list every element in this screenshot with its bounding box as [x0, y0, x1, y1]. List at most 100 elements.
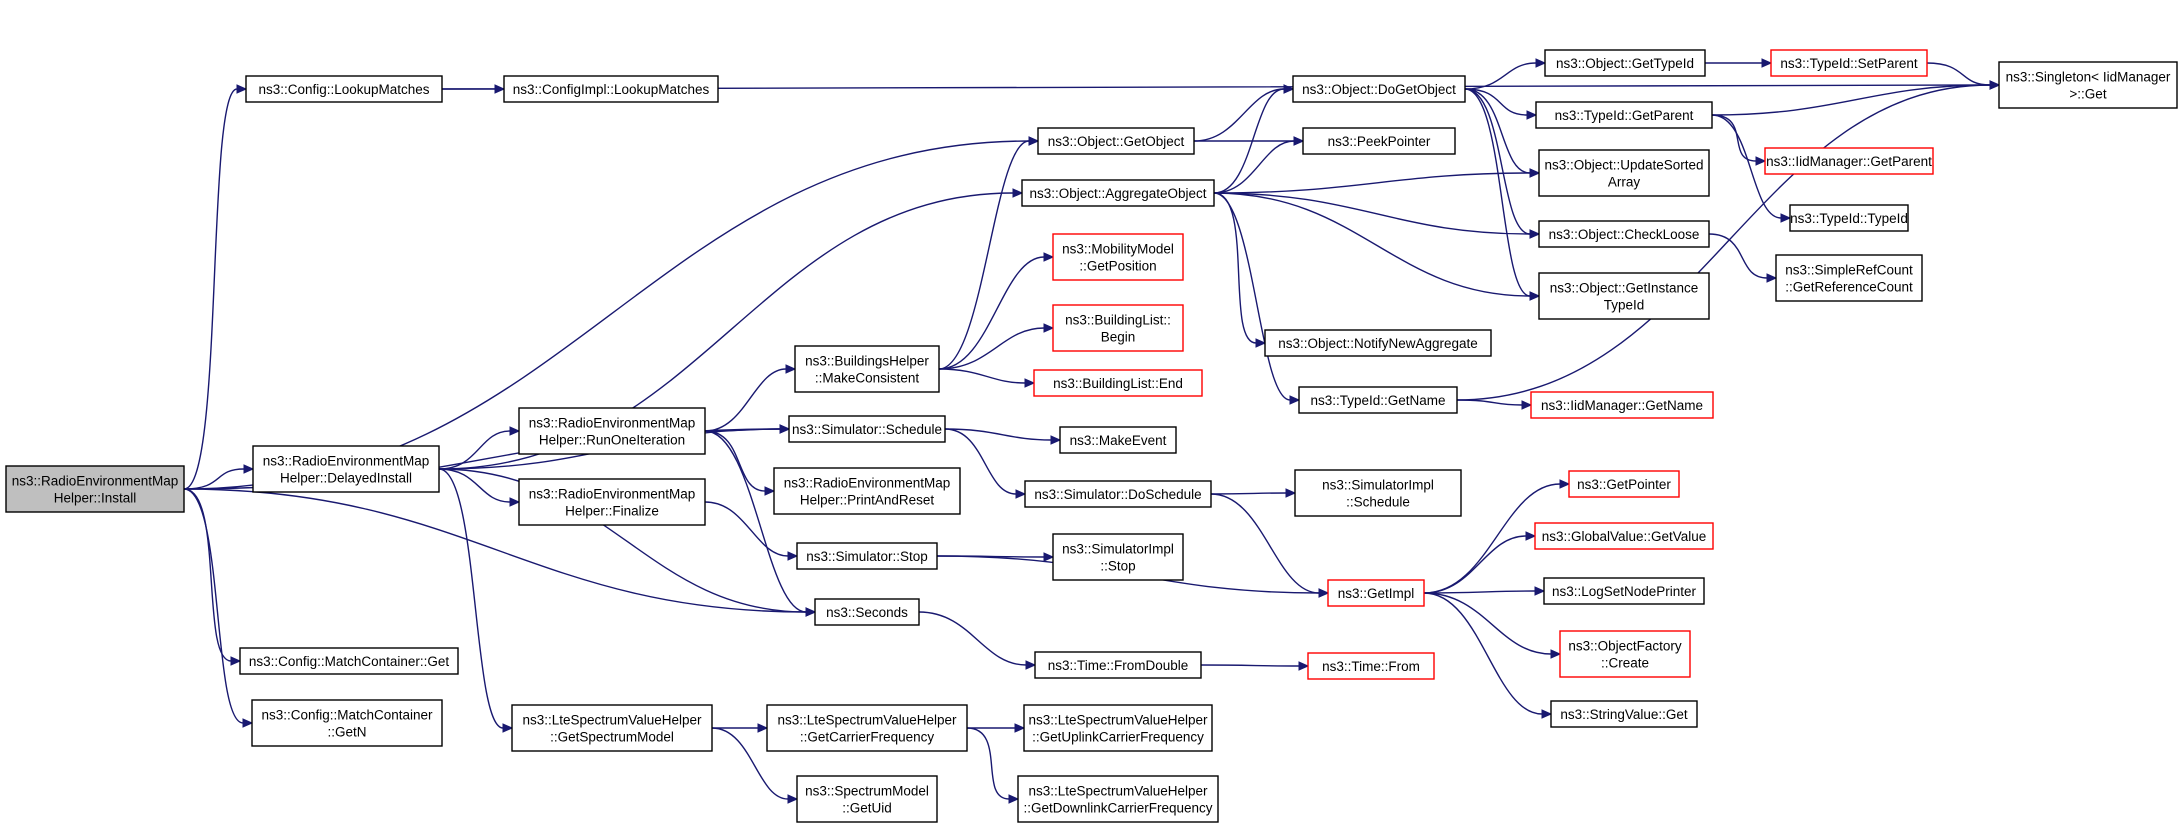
- node-mcgetn[interactable]: ns3::Config::MatchContainer::GetN: [251, 699, 443, 747]
- edge-bhelper-to-blbegin: [938, 323, 1055, 370]
- node-stringget[interactable]: ns3::StringValue::Get: [1550, 700, 1698, 728]
- edge-line: [1708, 233, 1768, 279]
- arrowhead-icon: [1008, 794, 1020, 804]
- node-label: ns3::RadioEnvironmentMap: [12, 474, 179, 489]
- arrowhead-icon: [1529, 291, 1541, 301]
- node-box: [1294, 469, 1462, 517]
- node-tidgetname[interactable]: ns3::TypeId::GetName: [1298, 386, 1458, 414]
- arrowhead-icon: [1318, 588, 1330, 598]
- node-notify[interactable]: ns3::Object::NotifyNewAggregate: [1264, 329, 1492, 357]
- node-box: [239, 647, 459, 675]
- node-label: ::GetPosition: [1079, 259, 1156, 274]
- node-mcget[interactable]: ns3::Config::MatchContainer::Get: [239, 647, 459, 675]
- node-gettypeid[interactable]: ns3::Object::GetTypeId: [1544, 49, 1706, 77]
- node-peek[interactable]: ns3::PeekPointer: [1302, 127, 1456, 155]
- node-mobility[interactable]: ns3::MobilityModel::GetPosition: [1052, 233, 1184, 281]
- node-box: [1017, 775, 1219, 823]
- node-getobject[interactable]: ns3::Object::GetObject: [1037, 127, 1195, 155]
- node-doschedule[interactable]: ns3::Simulator::DoSchedule: [1024, 480, 1212, 508]
- node-box: [1543, 577, 1705, 605]
- node-uplink[interactable]: ns3::LteSpectrumValueHelper::GetUplinkCa…: [1023, 704, 1213, 752]
- node-setparent[interactable]: ns3::TypeId::SetParent: [1770, 49, 1928, 77]
- node-box: [245, 75, 443, 103]
- node-box: [788, 415, 946, 443]
- node-label: ns3::MakeEvent: [1070, 433, 1167, 448]
- node-lognode[interactable]: ns3::LogSetNodePrinter: [1543, 577, 1705, 605]
- arrowhead-icon: [236, 84, 248, 94]
- edge-tidgetname-to-lidgetname: [1456, 399, 1533, 410]
- node-box: [1534, 522, 1714, 550]
- edge-line: [704, 428, 781, 432]
- node-box: [518, 407, 706, 455]
- node-runone[interactable]: ns3::RadioEnvironmentMapHelper::RunOneIt…: [518, 407, 706, 455]
- node-schedule[interactable]: ns3::Simulator::Schedule: [788, 415, 946, 443]
- node-factory[interactable]: ns3::ObjectFactory::Create: [1559, 630, 1691, 678]
- node-stop[interactable]: ns3::Simulator::Stop: [796, 542, 938, 570]
- edge-line: [1213, 192, 1531, 297]
- node-seconds[interactable]: ns3::Seconds: [814, 598, 920, 626]
- node-bhelper[interactable]: ns3::BuildingsHelper::MakeConsistent: [794, 345, 940, 393]
- node-getspec[interactable]: ns3::LteSpectrumValueHelper::GetSpectrum…: [511, 704, 713, 752]
- node-timefrom[interactable]: ns3::Time::From: [1307, 652, 1435, 680]
- node-downlink[interactable]: ns3::LteSpectrumValueHelper::GetDownlink…: [1017, 775, 1219, 823]
- node-label: ns3::Simulator::Stop: [806, 549, 928, 564]
- node-box: [794, 345, 940, 393]
- node-carrier[interactable]: ns3::LteSpectrumValueHelper::GetCarrierF…: [766, 704, 968, 752]
- node-lidgetname[interactable]: ns3::IidManager::GetName: [1530, 391, 1714, 419]
- node-aggregate[interactable]: ns3::Object::AggregateObject: [1021, 179, 1215, 207]
- node-singleton[interactable]: ns3::Singleton< IidManager >::Get: [1998, 61, 2178, 109]
- node-getpointer[interactable]: ns3::GetPointer: [1568, 470, 1680, 498]
- node-gvgetvalue[interactable]: ns3::GlobalValue::GetValue: [1534, 522, 1714, 550]
- edge-line: [1210, 493, 1320, 594]
- node-delayed[interactable]: ns3::RadioEnvironmentMapHelper::DelayedI…: [252, 445, 440, 493]
- edge-line: [1711, 84, 1991, 116]
- edge-line: [1423, 592, 1552, 655]
- node-fromdouble[interactable]: ns3::Time::FromDouble: [1034, 651, 1202, 679]
- edge-delayed-to-runone: [438, 426, 521, 470]
- node-box: [1544, 49, 1706, 77]
- arrowhead-icon: [1755, 156, 1767, 166]
- node-lidgetparent[interactable]: ns3::IidManager::GetParent: [1764, 147, 1934, 175]
- edge-checkloose-to-refcount: [1708, 233, 1778, 283]
- edge-line: [704, 368, 787, 432]
- node-lookup[interactable]: ns3::Config::LookupMatches: [245, 75, 443, 103]
- node-implstop[interactable]: ns3::SimulatorImpl::Stop: [1052, 533, 1184, 581]
- edge-dogetobject-to-getparent: [1464, 88, 1538, 120]
- edge-line: [704, 501, 789, 557]
- node-label: ::GetReferenceCount: [1785, 280, 1913, 295]
- node-checkloose[interactable]: ns3::Object::CheckLoose: [1538, 220, 1710, 248]
- edge-schedule-to-makeevent: [944, 428, 1062, 445]
- node-box: [518, 478, 706, 526]
- node-cfgimpl[interactable]: ns3::ConfigImpl::LookupMatches: [503, 75, 719, 103]
- arrowhead-icon: [509, 497, 521, 507]
- node-dogetobject[interactable]: ns3::Object::DoGetObject: [1292, 75, 1466, 103]
- node-label: ns3::GetPointer: [1577, 477, 1671, 492]
- node-box: [1538, 220, 1710, 248]
- node-blend[interactable]: ns3::BuildingList::End: [1033, 369, 1203, 397]
- arrowhead-icon: [1028, 136, 1040, 146]
- node-getimpl[interactable]: ns3::GetImpl: [1327, 579, 1425, 607]
- edge-line: [438, 430, 511, 470]
- edge-delayed-to-getspec: [438, 468, 514, 733]
- node-makeevent[interactable]: ns3::MakeEvent: [1059, 426, 1177, 454]
- node-getparent[interactable]: ns3::TypeId::GetParent: [1535, 101, 1713, 129]
- node-label: ns3::RadioEnvironmentMap: [784, 476, 951, 491]
- node-getuid[interactable]: ns3::SpectrumModel::GetUid: [796, 775, 938, 823]
- edge-line: [918, 611, 1027, 666]
- edge-install-to-lookup: [183, 84, 248, 490]
- node-label: ::GetN: [327, 725, 366, 740]
- edge-line: [183, 488, 232, 662]
- edge-line: [1193, 88, 1285, 142]
- node-implschedule[interactable]: ns3::SimulatorImpl::Schedule: [1294, 469, 1462, 517]
- node-printreset[interactable]: ns3::RadioEnvironmentMapHelper::PrintAnd…: [773, 467, 961, 515]
- node-refcount[interactable]: ns3::SimpleRefCount::GetReferenceCount: [1775, 254, 1923, 302]
- edge-runone-to-schedule: [704, 424, 791, 434]
- arrowhead-icon: [1012, 188, 1024, 198]
- node-typeidctor[interactable]: ns3::TypeId::TypeId: [1789, 204, 1909, 232]
- edge-line: [938, 256, 1045, 370]
- node-blbegin[interactable]: ns3::BuildingList::Begin: [1052, 304, 1184, 352]
